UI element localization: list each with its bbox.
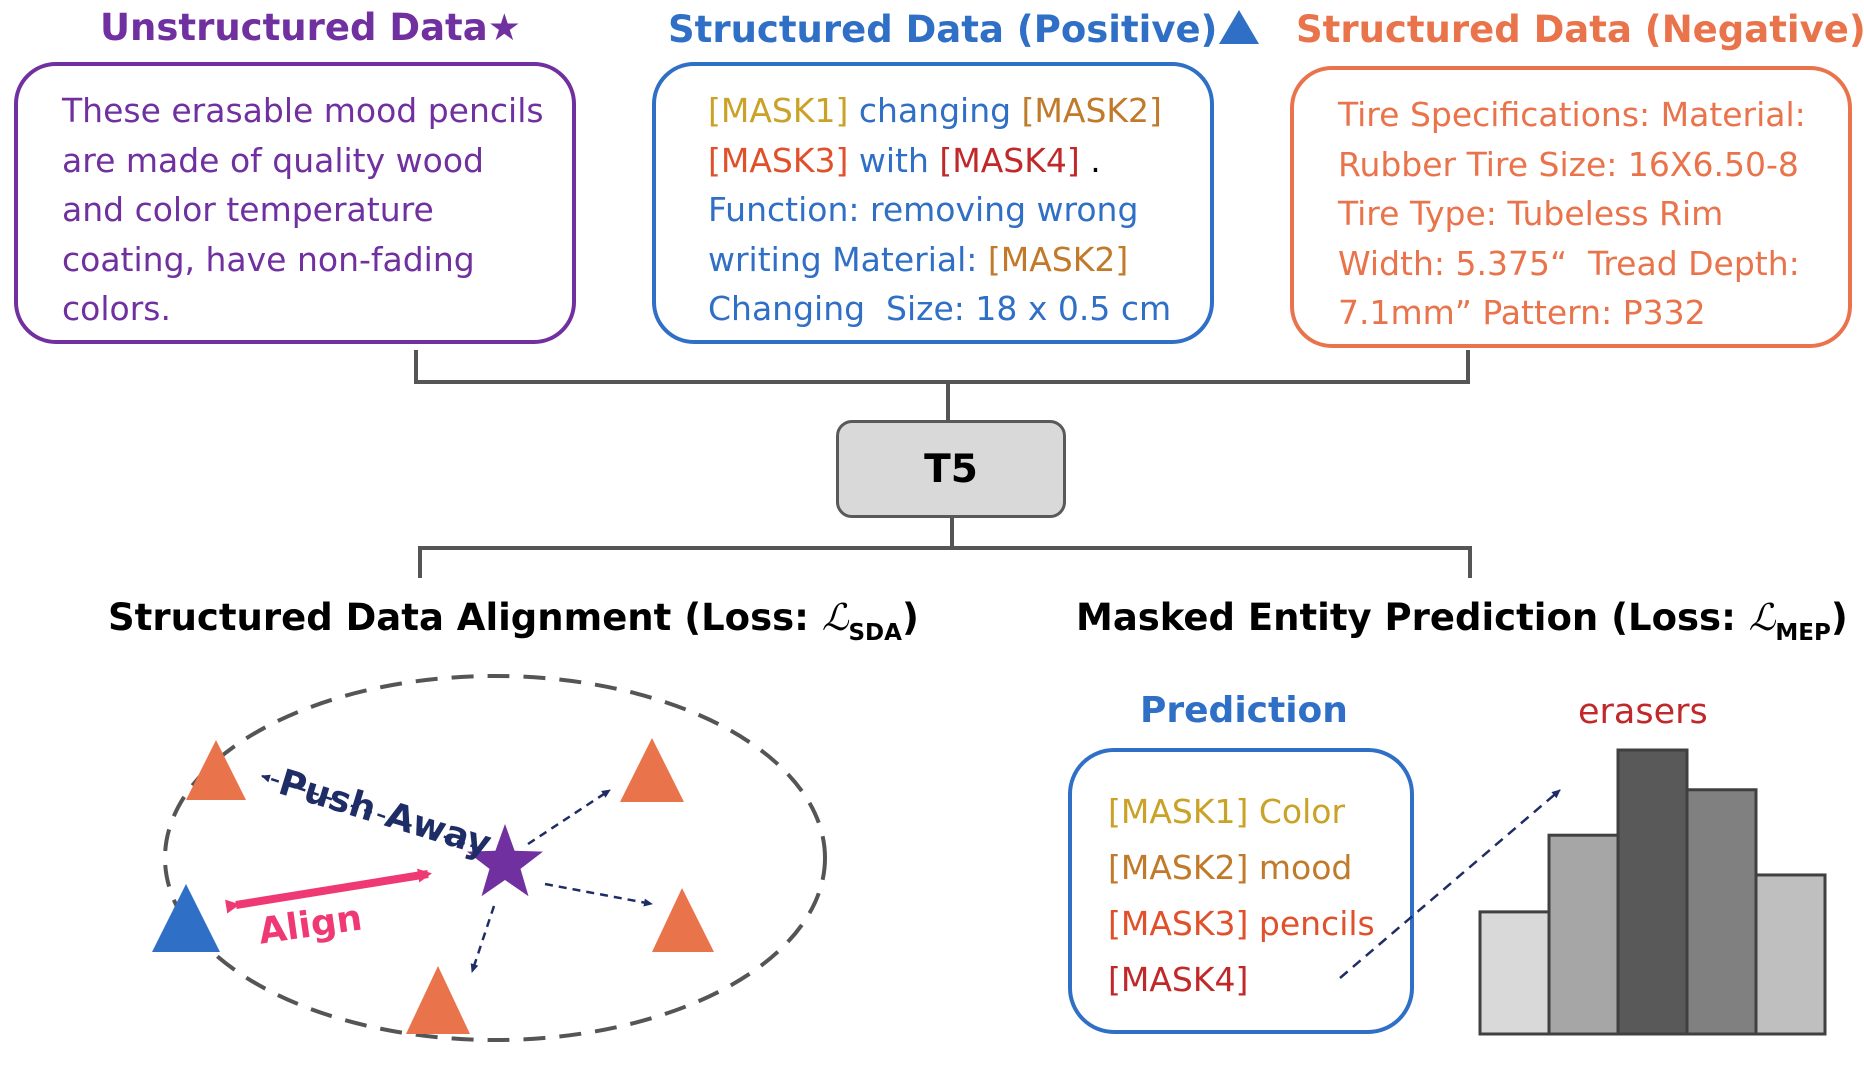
negative-triangle [620,738,684,802]
positive-line-1: [MASK1] changing [MASK2] [708,86,1171,136]
positive-data-title: Structured Data (Positive) [668,8,1260,51]
prediction-mask: [MASK4] [1108,960,1249,999]
prediction-row: [MASK4] [1108,952,1375,1008]
prediction-mask: [MASK3] [1108,904,1249,943]
unstructured-text: These erasable mood pencils are made of … [62,86,544,334]
bottom-bracket [418,518,1472,578]
unstructured-data-title: Unstructured Data★ [100,6,521,49]
positive-line-3: Function: removing wrong [708,190,1139,229]
prediction-list: [MASK1] Color [MASK2] mood [MASK3] penci… [1108,784,1375,1008]
mep-title: Masked Entity Prediction (Loss: ℒMEP) [1076,596,1848,646]
mep-title-text: Masked Entity Prediction (Loss: [1076,596,1749,639]
embedding-space-ellipse [163,674,827,1042]
negative-triangle [186,740,246,800]
positive-data-title-text: Structured Data (Positive) [668,8,1218,51]
blue-triangle-icon [1219,10,1260,44]
negative-data-title-text: Structured Data (Negative) [1296,8,1864,51]
positive-text-span: changing [848,91,1022,130]
negative-line: Rubber Tire Size: 16X6.50-8 [1338,144,1799,184]
negative-line: Tire Specifications: Material: [1338,95,1806,134]
unstructured-data-box: These erasable mood pencils are made of … [14,62,576,344]
unstructured-line: and color temperature [62,190,434,229]
negative-data-title: Structured Data (Negative) [1296,8,1864,51]
positive-line-2: [MASK3] with [MASK4] . [708,136,1171,186]
push-arrow [544,882,653,907]
t5-model-box: T5 [836,420,1066,518]
prediction-box [1068,748,1414,1034]
align-arrow [225,868,432,914]
unstructured-line: coating, have non-fading [62,239,475,279]
negative-text: Tire Specifications: Material: Rubber Ti… [1338,90,1806,338]
prediction-word: mood [1248,848,1353,887]
prediction-mask: [MASK2] [1108,848,1249,887]
push-arrow [261,774,479,850]
sda-subscript: SDA [848,620,902,646]
positive-text-span: writing Material: [708,239,988,279]
unstructured-data-title-text: Unstructured Data [100,6,488,49]
mep-subscript: MEP [1775,620,1831,646]
histogram-bar [1478,910,1551,1036]
histogram [1478,748,1827,1036]
negative-line: Width: 5.375“ Tread Depth: [1338,243,1800,283]
negative-triangle [652,888,714,952]
unstructured-line: colors. [62,289,171,328]
positive-line-5: Changing Size: 18 x 0.5 cm [708,289,1172,328]
positive-data-box: [MASK1] changing [MASK2] [MASK3] with [M… [652,62,1214,344]
negative-line: Tire Type: Tubeless Rim [1338,194,1724,233]
push-arrow [527,788,611,846]
positive-line-4: writing Material: [MASK2] [708,235,1171,285]
top-bracket [414,350,1470,420]
unstructured-line: are made of quality wood [62,140,484,180]
prediction-row: [MASK3] pencils [1108,896,1375,952]
mep-title-close: ) [1830,596,1848,639]
prediction-word: pencils [1248,904,1375,943]
histogram-label: erasers [1578,692,1708,732]
push-arrow [470,905,496,973]
mask3-token: [MASK3] [708,140,849,180]
negative-triangle [406,966,470,1034]
positive-triangle [152,884,220,952]
prediction-title: Prediction [1140,690,1348,731]
histogram-bar [1616,748,1689,1036]
mask1-token: [MASK1] [708,91,849,130]
histogram-bar [1754,873,1827,1036]
anchor-star [467,824,543,897]
prediction-word: Color [1248,792,1346,831]
prediction-arrow [1339,789,1561,979]
star-icon: ★ [487,6,521,49]
positive-text: [MASK1] changing [MASK2] [MASK3] with [M… [708,86,1171,334]
negative-line: 7.1mm” Pattern: P332 [1338,293,1706,332]
negative-data-box: Tire Specifications: Material: Rubber Ti… [1290,66,1852,348]
loss-symbol: ℒ [1748,596,1776,639]
positive-period: . [1079,140,1101,180]
unstructured-line: These erasable mood pencils [62,91,544,130]
sda-title-text: Structured Data Alignment (Loss: [108,596,822,639]
t5-label: T5 [924,446,978,492]
prediction-mask: [MASK1] [1108,792,1249,831]
mask2-token: [MASK2] [1021,91,1162,130]
histogram-bar [1685,788,1758,1036]
histogram-bar [1547,833,1620,1036]
sda-title: Structured Data Alignment (Loss: ℒSDA) [108,596,919,646]
mask2-token: [MASK2] [987,239,1129,279]
prediction-row: [MASK2] mood [1108,840,1375,896]
positive-text-span: with [848,140,940,180]
loss-symbol: ℒ [821,596,849,639]
mask4-token: [MASK4] [939,140,1080,180]
sda-title-close: ) [901,596,919,639]
prediction-row: [MASK1] Color [1108,784,1375,840]
